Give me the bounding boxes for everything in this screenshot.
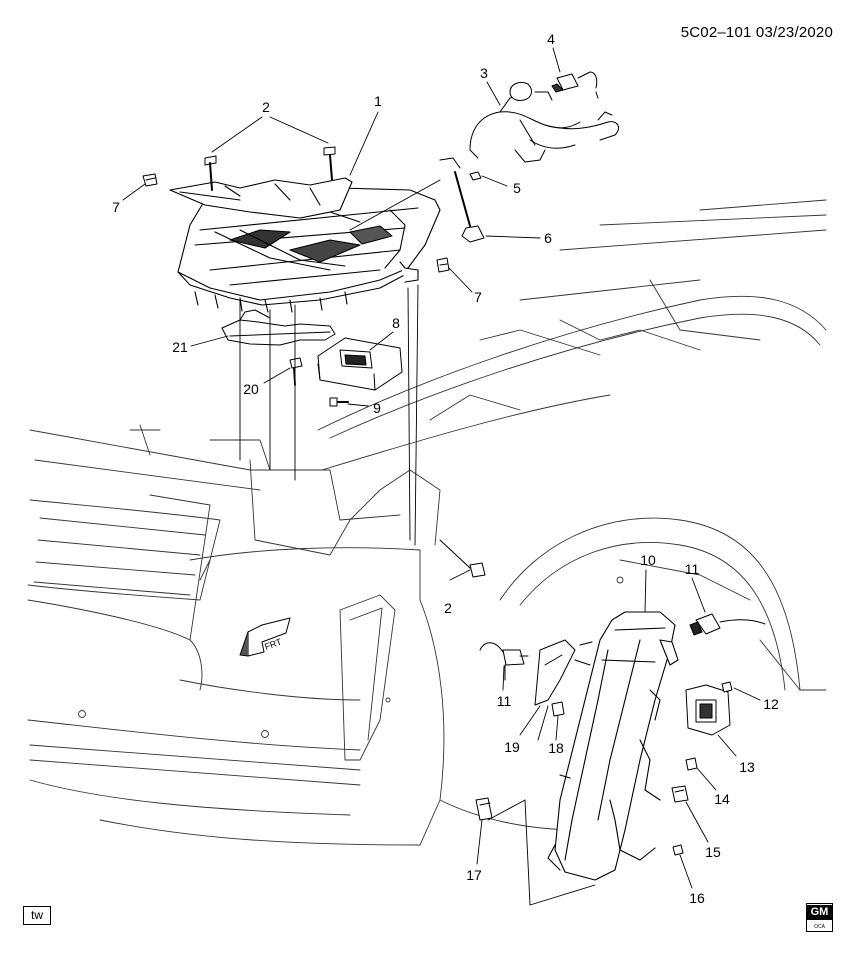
fascia-bolt: [439, 539, 486, 578]
callout-16: 16: [689, 890, 705, 906]
vehicle-body-outline: [27, 199, 827, 846]
module-bolt: [329, 397, 349, 407]
lamp-control-module: [685, 684, 731, 736]
callout-2-lower: 2: [444, 600, 452, 616]
headlamp-bolt-right: [323, 146, 336, 181]
callout-4: 4: [547, 31, 555, 47]
callout-13: 13: [739, 759, 755, 775]
callout-21: 21: [172, 339, 188, 355]
lamp-screw-lower: [672, 844, 684, 856]
callout-19: 19: [504, 739, 520, 755]
daytime-running-lamp: [547, 611, 679, 881]
trim-clip: [551, 701, 565, 717]
gm-logo-letters: GM: [807, 905, 832, 920]
lamp-connector-left: [479, 642, 529, 681]
bracket-bolt: [289, 357, 303, 386]
callout-18: 18: [548, 740, 564, 756]
clip-right: [436, 257, 450, 273]
callout-17: 17: [466, 867, 482, 883]
headlamp-bolt-left: [204, 155, 217, 191]
callout-15: 15: [705, 844, 721, 860]
lamp-trim-panel: [534, 639, 576, 706]
callout-5: 5: [513, 180, 521, 196]
callout-20: 20: [243, 381, 259, 397]
tw-badge: tw: [23, 906, 51, 925]
front-direction-arrow: [239, 617, 291, 657]
callout-7-left: 7: [112, 199, 120, 215]
leveling-sensor-link: [439, 157, 485, 243]
callout-8: 8: [392, 315, 400, 331]
clip-upper-left: [142, 173, 158, 187]
lamp-nut: [671, 785, 689, 803]
gm-logo-icon: GM OCA: [806, 903, 833, 932]
gm-logo-sub: OCA: [814, 924, 825, 930]
callout-11-right: 11: [685, 561, 700, 577]
callout-14: 14: [714, 791, 730, 807]
callout-10: 10: [640, 552, 656, 568]
callout-11-left: 11: [497, 693, 512, 709]
leader-lines: [122, 47, 761, 906]
callout-3: 3: [480, 65, 488, 81]
callout-1: 1: [374, 93, 382, 109]
wiring-harness: [469, 81, 619, 163]
reference-code: 5C02–101 03/23/2020: [680, 24, 833, 41]
headlamp-assembly: [169, 177, 441, 313]
callout-9: 9: [373, 400, 381, 416]
callout-6: 6: [544, 230, 552, 246]
harness-connector: [551, 71, 599, 99]
lamp-clip: [475, 797, 493, 821]
callout-2-upper: 2: [262, 99, 270, 115]
lamp-connector-right: [689, 613, 766, 636]
module-screw: [721, 681, 733, 693]
headlamp-control-module: [317, 337, 403, 391]
callout-7-right: 7: [474, 289, 482, 305]
callout-12: 12: [763, 696, 779, 712]
lamp-screw-upper: [685, 757, 698, 771]
lower-headlamp-bracket: [221, 309, 336, 346]
